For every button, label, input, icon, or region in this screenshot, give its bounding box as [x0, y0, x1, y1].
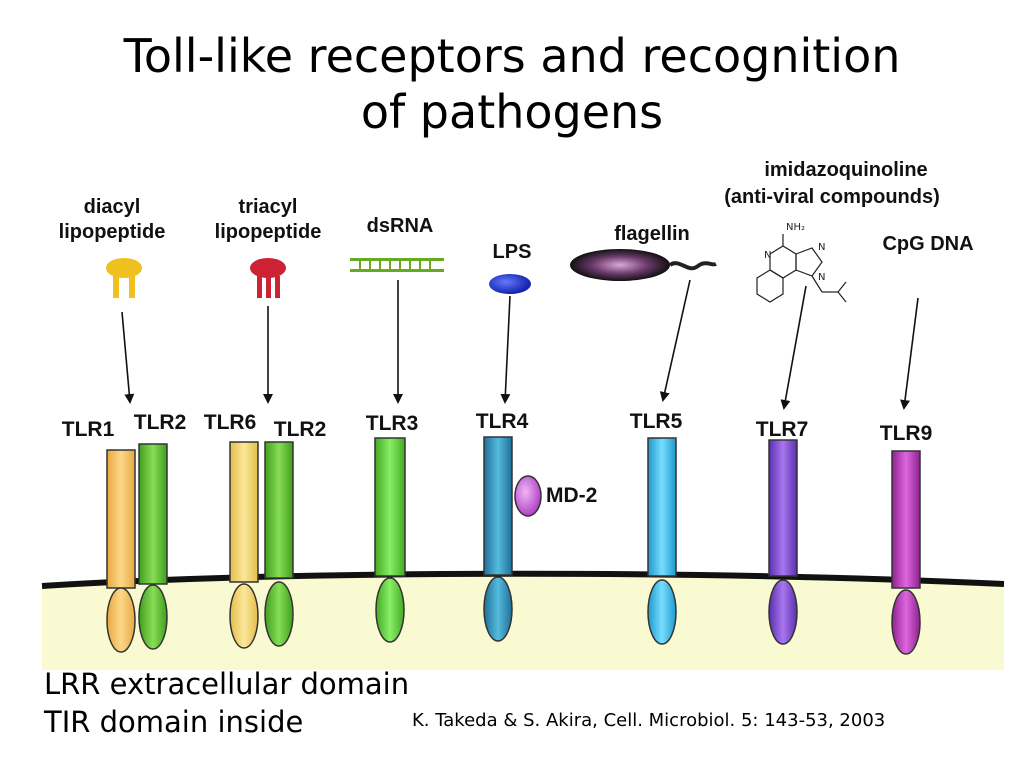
md2-label: MD-2	[546, 484, 597, 507]
cpg-dna-label: CpG DNA	[882, 233, 973, 255]
flagellin-bacterium-icon	[570, 249, 717, 281]
slide-title: Toll-like receptors and recognition of p…	[0, 28, 1024, 140]
tlr5-label: TLR5	[630, 410, 683, 433]
title-line-1: Toll-like receptors and recognition	[123, 29, 901, 83]
imidazoquinoline-structure-icon	[756, 234, 847, 303]
tlr1-receptor	[106, 449, 136, 653]
lps-label: LPS	[493, 241, 532, 263]
arrow-lps	[500, 295, 511, 404]
n-label-1: N	[764, 250, 771, 261]
tlr7-receptor	[768, 439, 798, 645]
n-label-3: N	[818, 272, 825, 283]
tlr6-receptor	[229, 441, 259, 649]
diacyl-label-1: diacyl	[84, 196, 141, 218]
n-label-2: N	[818, 242, 825, 253]
triacyl-label-2: lipopeptide	[215, 221, 322, 243]
flagellin-label: flagellin	[614, 223, 690, 245]
imidazoquinoline-label-2: (anti-viral compounds)	[724, 186, 940, 208]
ligand-arrows	[121, 279, 919, 410]
tlr3-receptor	[374, 437, 406, 643]
title-line-2: of pathogens	[360, 85, 664, 139]
nh2-label: NH₂	[786, 222, 805, 233]
tlr2-label-a: TLR2	[134, 411, 187, 434]
diacyl-lipopeptide-icon	[106, 258, 142, 298]
tlr2-receptor-b	[264, 441, 294, 647]
lrr-note: LRR extracellular domain	[44, 667, 410, 701]
dsrna-label: dsRNA	[367, 215, 434, 237]
cell-cytoplasm	[42, 573, 1004, 670]
dsrna-icon	[350, 258, 444, 272]
lps-icon	[489, 274, 531, 294]
tlr2-label-b: TLR2	[274, 418, 327, 441]
imidazoquinoline-label-1: imidazoquinoline	[764, 159, 927, 181]
arrow-flagellin	[659, 279, 691, 402]
tlr7-label: TLR7	[756, 418, 809, 441]
tlr4-label: TLR4	[476, 410, 529, 433]
tlr5-receptor	[647, 437, 677, 645]
tlr9-label: TLR9	[880, 422, 933, 445]
tlr9-receptor	[891, 450, 921, 655]
arrow-imidazoquinoline	[780, 285, 807, 410]
tlr1-label: TLR1	[62, 418, 115, 441]
tlr3-label: TLR3	[366, 412, 419, 435]
tlr6-label: TLR6	[204, 411, 257, 434]
triacyl-label-1: triacyl	[239, 196, 298, 218]
tlr2-receptor-a	[138, 443, 168, 650]
arrow-diacyl	[121, 311, 135, 404]
tlr4-receptor	[483, 436, 513, 642]
citation: K. Takeda & S. Akira, Cell. Microbiol. 5…	[412, 710, 886, 731]
arrow-cpg	[900, 297, 919, 410]
diacyl-label-2: lipopeptide	[59, 221, 166, 243]
tir-note: TIR domain inside	[44, 705, 304, 739]
md2-protein	[514, 475, 542, 517]
triacyl-lipopeptide-icon	[250, 258, 286, 298]
